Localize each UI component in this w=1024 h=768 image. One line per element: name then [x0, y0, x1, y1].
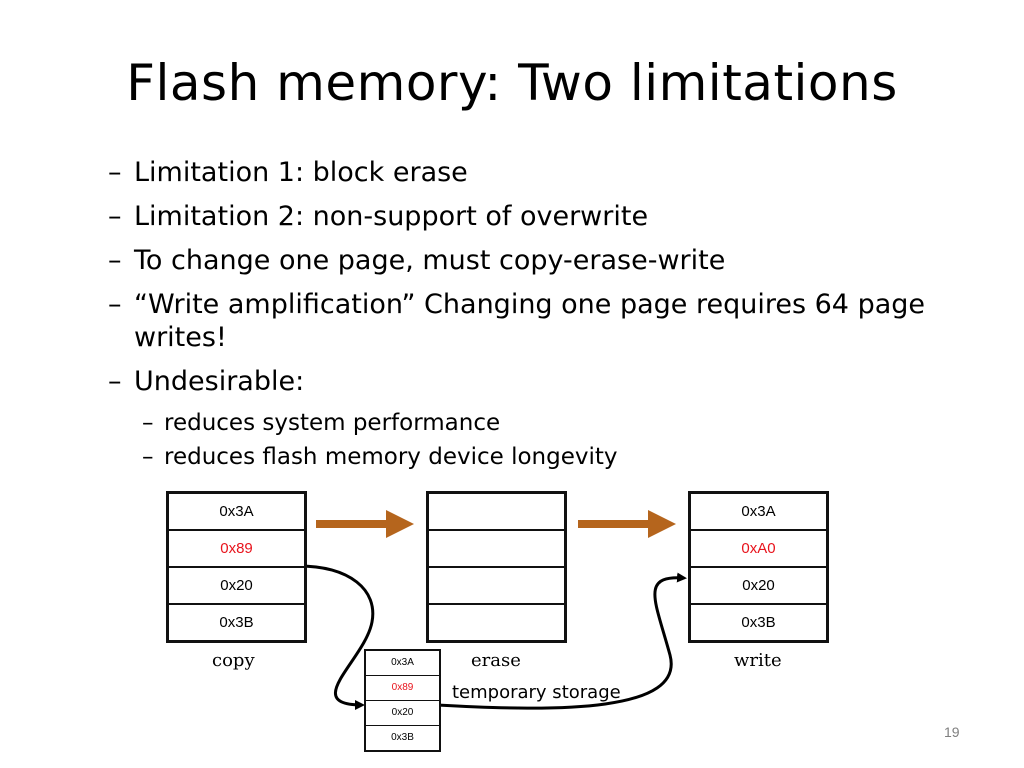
page-cell-changed: 0xA0 [691, 529, 826, 566]
write-block: 0x3A 0xA0 0x20 0x3B [688, 491, 829, 643]
page-cell: 0x20 [366, 700, 439, 725]
bullet-text: Limitation 1: block erase [134, 157, 468, 188]
temporary-storage-block: 0x3A 0x89 0x20 0x3B [364, 649, 441, 752]
page-cell-empty [429, 603, 564, 640]
copy-label: copy [212, 650, 255, 671]
page-number: 19 [944, 724, 960, 740]
bullet-item: –“Write amplification” Changing one page… [108, 288, 928, 354]
bullet-dash: – [108, 366, 122, 397]
bullet-dash: – [108, 157, 122, 188]
page-cell: 0x20 [169, 566, 304, 603]
bullet-dash: – [108, 289, 122, 320]
bullet-text: Limitation 2: non-support of overwrite [134, 201, 649, 232]
bullet-item: –To change one page, must copy-erase-wri… [108, 244, 928, 277]
bullet-text: To change one page, must copy-erase-writ… [134, 245, 726, 276]
page-cell: 0x3B [366, 725, 439, 750]
curve-arrow-to-write [436, 572, 687, 710]
page-cell: 0x3A [219, 503, 254, 520]
bullet-dash: – [108, 201, 122, 232]
page-cell-changed: 0x89 [366, 675, 439, 700]
bullet-dash: – [142, 410, 154, 436]
erase-block [426, 491, 567, 643]
bullet-text: “Write amplification” Changing one page … [134, 289, 926, 353]
page-cell-empty [429, 566, 564, 603]
copy-block: 0x3A 0x89 0x20 0x3B [166, 491, 307, 643]
sub-bullet-item: –reduces flash memory device longevity [142, 443, 928, 471]
bullet-item: –Limitation 1: block erase [108, 156, 928, 189]
page-cell: 0x3B [691, 603, 826, 640]
page-cell: 0x3B [169, 603, 304, 640]
page-cell-changed: 0x89 [169, 529, 304, 566]
temporary-storage-label: temporary storage [452, 682, 621, 703]
bullet-text: reduces system performance [164, 410, 501, 436]
bullet-item: –Limitation 2: non-support of overwrite [108, 200, 928, 233]
page-cell: 0x3A [391, 657, 414, 668]
write-label: write [734, 650, 782, 671]
page-cell-empty [429, 494, 564, 529]
bullet-list: –Limitation 1: block erase –Limitation 2… [108, 156, 928, 477]
slide-title: Flash memory: Two limitations [126, 54, 898, 112]
bullet-text: reduces flash memory device longevity [164, 444, 618, 470]
curve-arrow-to-temp [297, 564, 375, 710]
bullet-text: Undesirable: [134, 366, 305, 397]
page-cell: 0x20 [691, 566, 826, 603]
sub-bullet-item: –reduces system performance [142, 409, 928, 437]
bullet-item: –Undesirable: [108, 365, 928, 398]
bullet-dash: – [108, 245, 122, 276]
bullet-dash: – [142, 444, 154, 470]
page-cell-empty [429, 529, 564, 566]
page-cell: 0x3A [741, 503, 776, 520]
erase-label: erase [471, 650, 521, 671]
arrow-erase-to-write [578, 510, 676, 538]
arrow-copy-to-erase [316, 510, 414, 538]
